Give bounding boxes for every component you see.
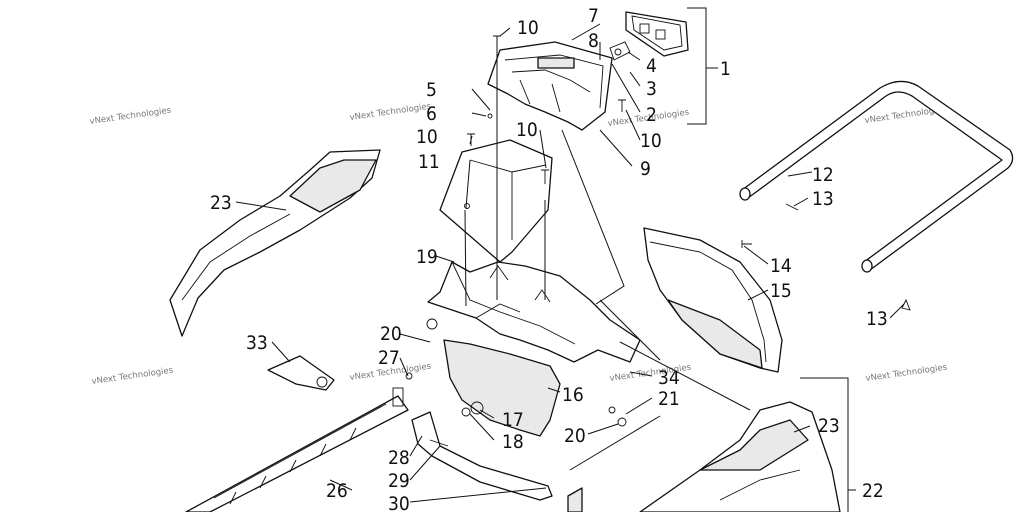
callout-3: 3 [646, 78, 657, 100]
leader-lines [235, 7, 905, 512]
callout-10c: 10 [516, 119, 538, 141]
callout-8: 8 [588, 30, 599, 52]
callout-13b: 13 [866, 308, 888, 330]
left-side-panel [169, 149, 381, 337]
inner-bracket [439, 139, 553, 263]
callout-12: 12 [812, 164, 834, 186]
callout-18: 18 [502, 431, 524, 453]
callout-26: 26 [326, 480, 348, 502]
callout-27: 27 [378, 347, 400, 369]
hitch-bracket [411, 411, 583, 512]
callout-13a: 13 [812, 188, 834, 210]
watermark-1: vNext Technologies [89, 106, 172, 127]
callout-19: 19 [416, 246, 438, 268]
callout-10d: 10 [640, 130, 662, 152]
callout-30: 30 [388, 493, 410, 512]
callout-33: 33 [246, 332, 268, 354]
callout-16: 16 [562, 384, 584, 406]
pad [267, 355, 335, 391]
callout-20a: 20 [380, 323, 402, 345]
tail-light-housing [487, 41, 613, 131]
side-panel [643, 227, 783, 373]
callout-34: 34 [658, 367, 680, 389]
callout-21: 21 [658, 388, 680, 410]
callout-23b: 23 [818, 415, 840, 437]
callout-23a: 23 [210, 192, 232, 214]
callout-10a: 10 [517, 17, 539, 39]
callout-9: 9 [640, 158, 651, 180]
callout-28: 28 [388, 447, 410, 469]
rear-bumper [639, 401, 841, 512]
callout-17: 17 [502, 409, 524, 431]
callout-6: 6 [426, 103, 437, 125]
callout-11: 11 [418, 151, 440, 173]
grab-handle [739, 80, 1014, 273]
callout-20b: 20 [564, 425, 586, 447]
callout-1: 1 [720, 58, 731, 80]
watermark-8: vNext Technologies [865, 363, 948, 384]
rail-assembly [185, 387, 409, 512]
callout-7: 7 [588, 5, 599, 27]
callout-10b: 10 [416, 126, 438, 148]
watermark-5: vNext Technologies [91, 366, 174, 387]
callout-2: 2 [646, 104, 657, 126]
callout-29: 29 [388, 470, 410, 492]
callout-22: 22 [862, 480, 884, 502]
callouts: 1 2 3 4 5 6 7 8 9 10 10 10 10 11 12 13 1… [210, 5, 888, 512]
tail-light [609, 11, 689, 61]
watermark-2: vNext Technologies [349, 102, 432, 123]
rear-panel [427, 261, 641, 363]
callout-4: 4 [646, 55, 657, 77]
mud-flap [443, 339, 561, 437]
callout-15: 15 [770, 280, 792, 302]
callout-14: 14 [770, 255, 792, 277]
callout-5: 5 [426, 79, 437, 101]
